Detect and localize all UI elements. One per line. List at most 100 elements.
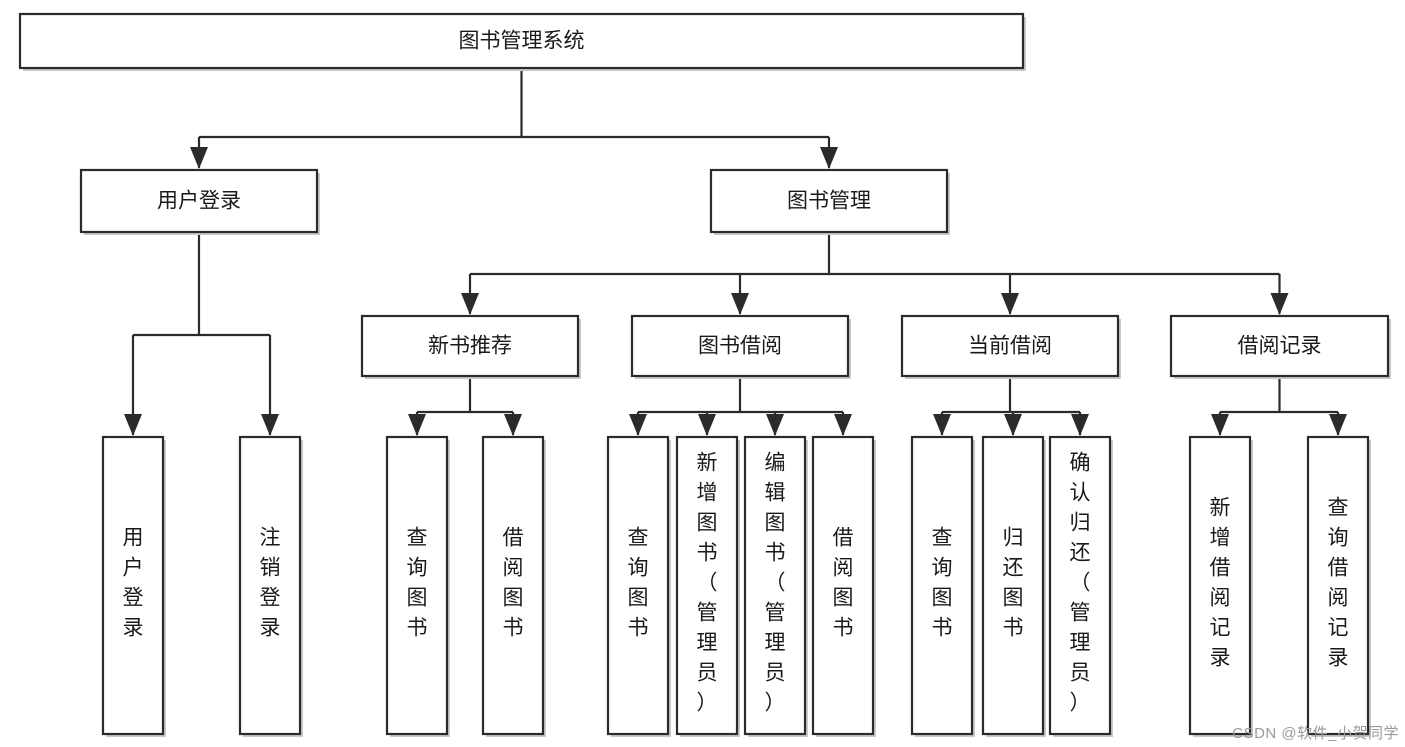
leaf-label-char: 书 bbox=[765, 542, 786, 565]
leaf-label-char: 书 bbox=[1003, 617, 1024, 640]
level3-node-当前借阅: 当前借阅 bbox=[900, 314, 1121, 379]
node-label: 新书推荐 bbox=[428, 335, 512, 358]
leaf-label-char: 书 bbox=[407, 617, 428, 640]
leaf-label-char: 销 bbox=[260, 557, 281, 580]
leaf-label-char: 员 bbox=[697, 662, 718, 685]
arrow-head-icon bbox=[731, 293, 749, 315]
arrow-head-icon bbox=[504, 414, 522, 436]
leaf-label-char: 询 bbox=[407, 557, 428, 580]
leaf-label-char: 增 bbox=[1210, 527, 1231, 550]
node-box bbox=[630, 314, 850, 378]
leaf-label-char: 查 bbox=[628, 527, 649, 550]
leaf-label-char: 查 bbox=[932, 527, 953, 550]
leaf-label-char: 阅 bbox=[1210, 587, 1231, 610]
leaf-label-char: 录 bbox=[123, 617, 144, 640]
node-box bbox=[606, 435, 670, 736]
leaf-label-char: 员 bbox=[765, 662, 786, 685]
arrow-head-icon bbox=[461, 293, 479, 315]
leaf-node-用户登录: 用户登录 bbox=[101, 435, 166, 737]
leaf-label-char: ） bbox=[765, 692, 786, 715]
leaf-label-char: 借 bbox=[1328, 557, 1349, 580]
node-box bbox=[910, 435, 974, 736]
node-box bbox=[1048, 435, 1112, 736]
node-box bbox=[743, 435, 807, 736]
arrow-head-icon bbox=[190, 147, 208, 169]
leaf-label-char: 还 bbox=[1003, 557, 1024, 580]
leaf-label-char: 新 bbox=[697, 452, 718, 475]
leaf-label-char: 编 bbox=[765, 452, 786, 475]
node-box bbox=[675, 435, 739, 736]
leaf-label-char: 询 bbox=[1328, 527, 1349, 550]
leaf-label-char: 记 bbox=[1328, 617, 1349, 640]
node-label: 图书管理 bbox=[787, 190, 871, 213]
leaf-label-char: 询 bbox=[932, 557, 953, 580]
node-box bbox=[360, 314, 580, 378]
leaf-label-char: 借 bbox=[503, 527, 524, 550]
leaf-label-char: 询 bbox=[628, 557, 649, 580]
leaf-label-char: 图 bbox=[697, 512, 718, 535]
node-label: 借阅记录 bbox=[1238, 335, 1322, 358]
leaf-label-char: 确 bbox=[1070, 452, 1091, 475]
leaf-label-char: （ bbox=[697, 572, 718, 595]
connector-edges bbox=[124, 68, 1347, 436]
leaf-label-char: 借 bbox=[833, 527, 854, 550]
level3-node-图书借阅: 图书借阅 bbox=[630, 314, 851, 379]
leaf-label-char: 还 bbox=[1070, 542, 1091, 565]
leaf-label-char: 图 bbox=[833, 587, 854, 610]
leaf-label-char: 阅 bbox=[1328, 587, 1349, 610]
arrow-head-icon bbox=[1211, 414, 1229, 436]
arrow-head-icon bbox=[261, 414, 279, 436]
leaf-label-char: 归 bbox=[1070, 512, 1091, 535]
node-box bbox=[811, 435, 875, 736]
leaf-label-char: 登 bbox=[260, 587, 281, 610]
leaf-label-char: 户 bbox=[123, 557, 144, 580]
leaf-label-char: 书 bbox=[932, 617, 953, 640]
leaf-label-char: 阅 bbox=[833, 557, 854, 580]
leaf-label-char: 辑 bbox=[765, 482, 786, 505]
leaf-label-char: 理 bbox=[697, 632, 718, 655]
leaf-label-char: 理 bbox=[765, 632, 786, 655]
leaf-label-char: 借 bbox=[1210, 557, 1231, 580]
leaf-label-char: 书 bbox=[503, 617, 524, 640]
node-box bbox=[900, 314, 1120, 378]
node-box bbox=[79, 168, 319, 234]
leaf-label-char: 图 bbox=[765, 512, 786, 535]
arrow-head-icon bbox=[1071, 414, 1089, 436]
diagram-nodes: 图书管理系统用户登录图书管理新书推荐图书借阅当前借阅借阅记录用户登录注销登录查询… bbox=[18, 12, 1391, 737]
arrow-head-icon bbox=[408, 414, 426, 436]
leaf-label-char: 录 bbox=[260, 617, 281, 640]
arrow-head-icon bbox=[820, 147, 838, 169]
root-node-图书管理系统: 图书管理系统 bbox=[18, 12, 1026, 71]
leaf-label-char: 管 bbox=[1070, 602, 1091, 625]
leaf-label-char: 录 bbox=[1210, 647, 1231, 670]
arrow-head-icon bbox=[834, 414, 852, 436]
level2-node-用户登录: 用户登录 bbox=[79, 168, 320, 235]
arrow-head-icon bbox=[698, 414, 716, 436]
level3-node-新书推荐: 新书推荐 bbox=[360, 314, 581, 379]
arrow-head-icon bbox=[629, 414, 647, 436]
node-box bbox=[238, 435, 302, 736]
node-box bbox=[1169, 314, 1390, 378]
leaf-label-char: （ bbox=[765, 572, 786, 595]
leaf-label-char: 归 bbox=[1003, 527, 1024, 550]
leaf-label-char: 增 bbox=[697, 482, 718, 505]
leaf-label-char: 记 bbox=[1210, 617, 1231, 640]
leaf-label-char: ） bbox=[1070, 692, 1091, 715]
arrow-head-icon bbox=[124, 414, 142, 436]
node-box bbox=[481, 435, 545, 736]
leaf-label-char: 书 bbox=[628, 617, 649, 640]
node-box bbox=[101, 435, 165, 736]
leaf-label-char: 新 bbox=[1210, 497, 1231, 520]
